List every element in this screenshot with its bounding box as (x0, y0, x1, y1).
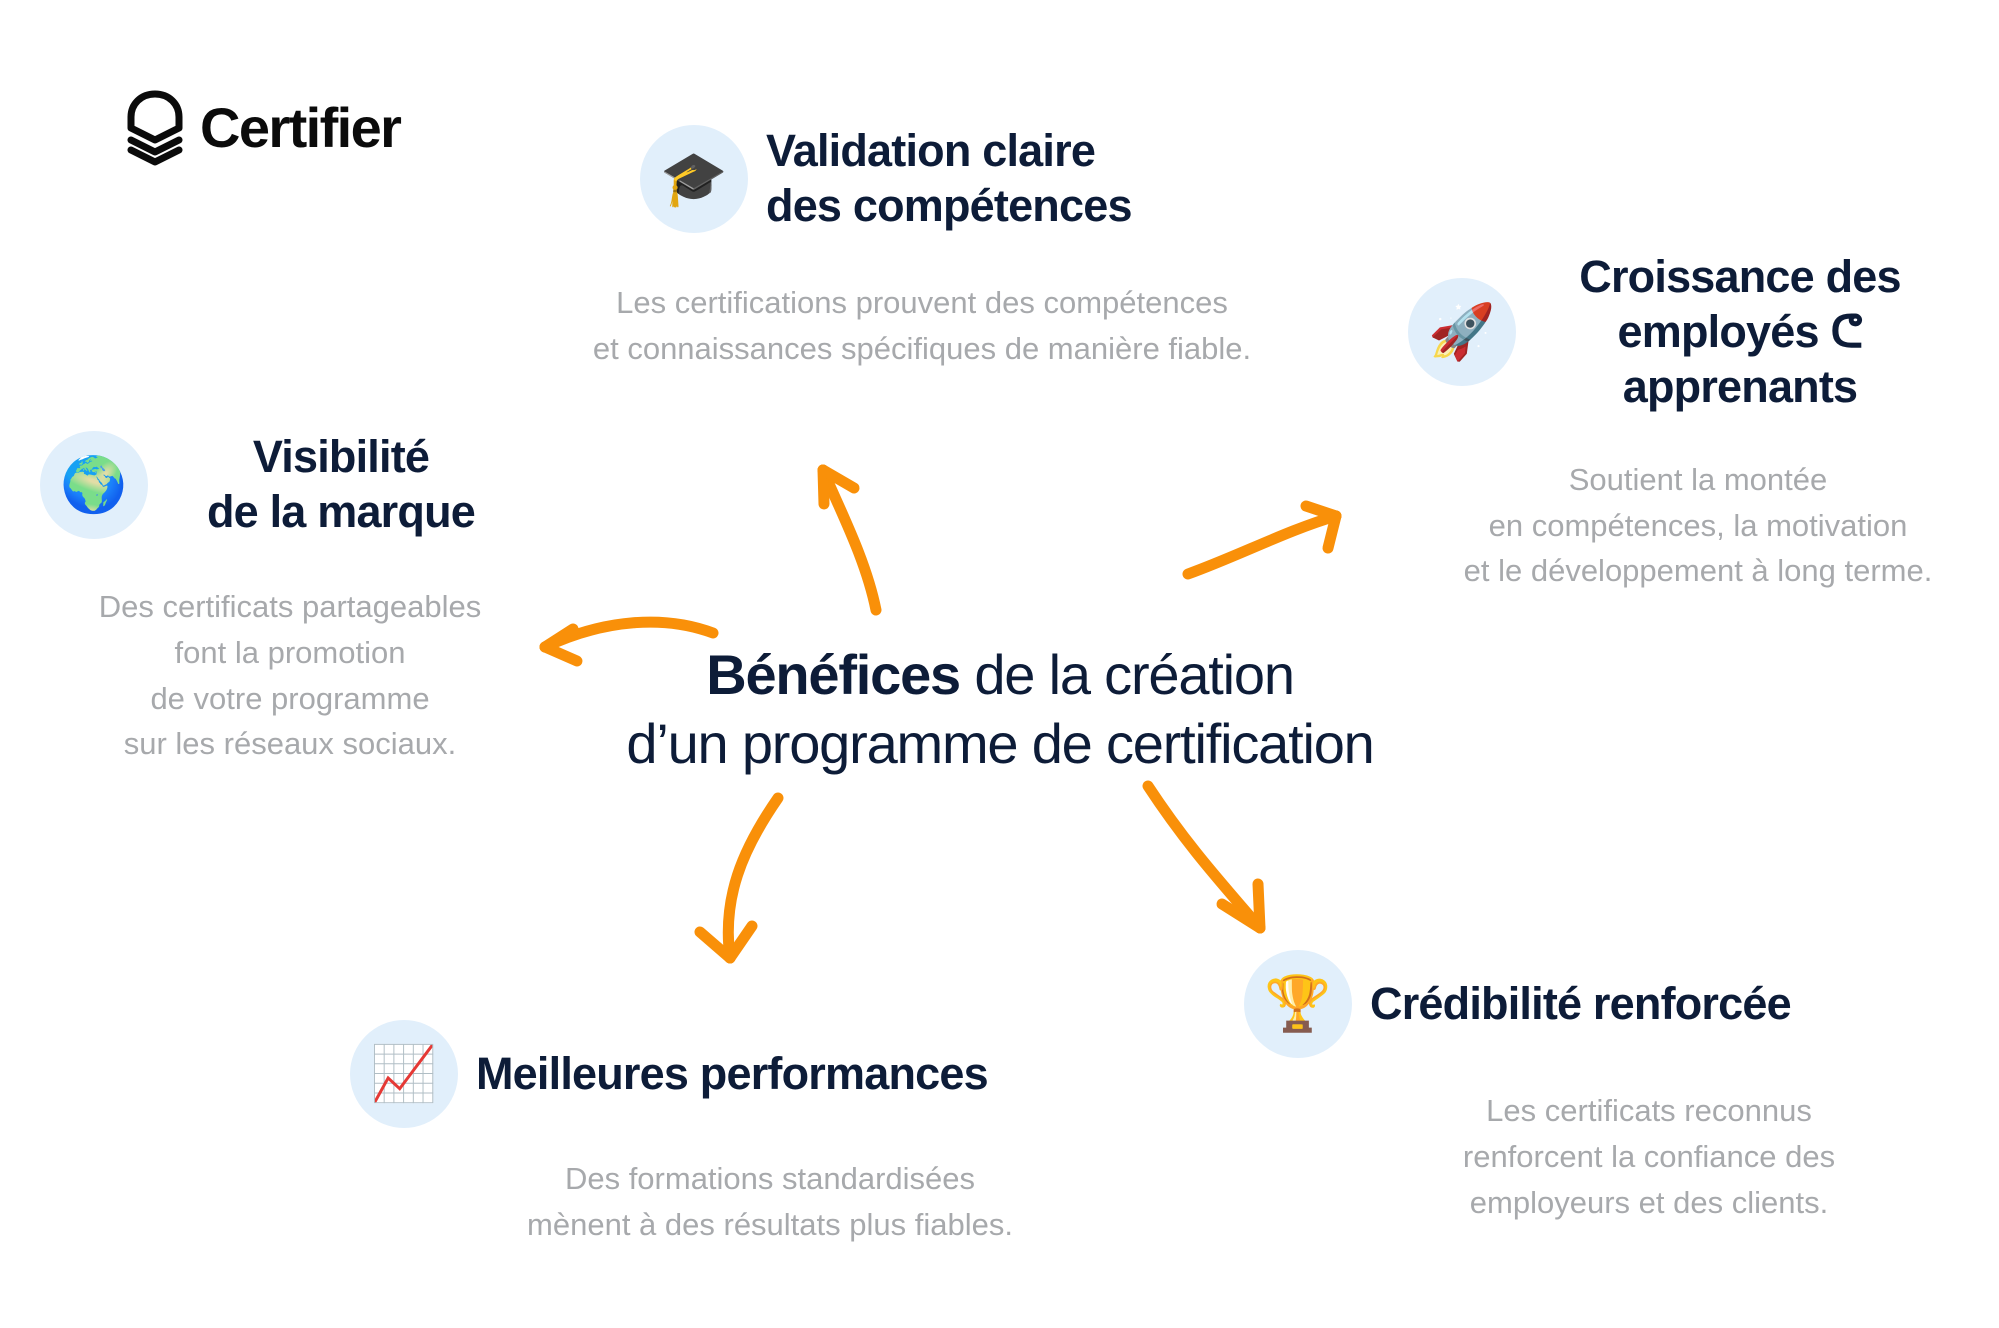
benefit-header: 🚀 Croissance des employés ᕦ apprenants (1408, 250, 1998, 415)
benefit-header: 🏆 Crédibilité renforcée (1244, 950, 1984, 1058)
trophy-icon: 🏆 (1244, 950, 1352, 1058)
benefit-block-croissance: 🚀 Croissance des employés ᕦ apprenants S… (1408, 250, 1998, 594)
benefit-title: Meilleures performances (476, 1047, 989, 1099)
benefit-block-validation: 🎓 Validation claire des compétences Les … (593, 124, 1340, 372)
rocket-icon: 🚀 (1408, 278, 1516, 387)
certifier-badge-icon (127, 90, 183, 166)
arrow-to-croissance-icon (1182, 500, 1342, 580)
chart-increasing-icon: 📈 (350, 1020, 458, 1128)
benefit-header: 📈 Meilleures performances (350, 1020, 1110, 1128)
page-title: Bénéfices de la création d’un programme … (480, 640, 1520, 779)
benefit-title: Visibilité de la marque (206, 431, 476, 537)
benefit-block-visibilite: 🌍 Visibilité de la marque Des certificat… (40, 430, 600, 767)
benefit-description: Les certificats reconnus renforcent la c… (1462, 1093, 1836, 1220)
benefit-block-credibilite: 🏆 Crédibilité renforcée Les certificats … (1244, 950, 1984, 1226)
page-title-rest: de la création (960, 643, 1295, 706)
benefit-header: 🌍 Visibilité de la marque (40, 430, 600, 540)
arrow-to-performances-icon (694, 792, 784, 964)
page-title-strong: Bénéfices (706, 643, 961, 706)
benefit-title: Crédibilité renforcée (1370, 977, 1792, 1029)
benefit-block-performances: 📈 Meilleures performances Des formations… (350, 1020, 1110, 1248)
arrow-to-credibilite-icon (1142, 780, 1266, 934)
benefit-title: Croissance des employés ᕦ apprenants (1579, 251, 1901, 412)
benefit-description: Les certifications prouvent des compéten… (592, 284, 1252, 366)
arrow-to-validation-icon (817, 464, 882, 616)
benefit-title: Validation claire des compétences (766, 125, 1132, 231)
brand-logo: Certifier (124, 90, 402, 166)
benefit-description: Des formations standardisées mènent à de… (527, 1161, 1013, 1242)
graduation-cap-icon: 🎓 (640, 124, 748, 233)
benefit-description: Des certificats partageables font la pro… (98, 588, 482, 762)
globe-icon: 🌍 (40, 430, 148, 539)
benefit-header: 🎓 Validation claire des compétences (640, 124, 1340, 234)
benefit-description: Soutient la montée en compétences, la mo… (1463, 461, 1933, 589)
page-title-line2: d’un programme de certification (626, 712, 1374, 776)
brand-name: Certifier (200, 96, 402, 159)
